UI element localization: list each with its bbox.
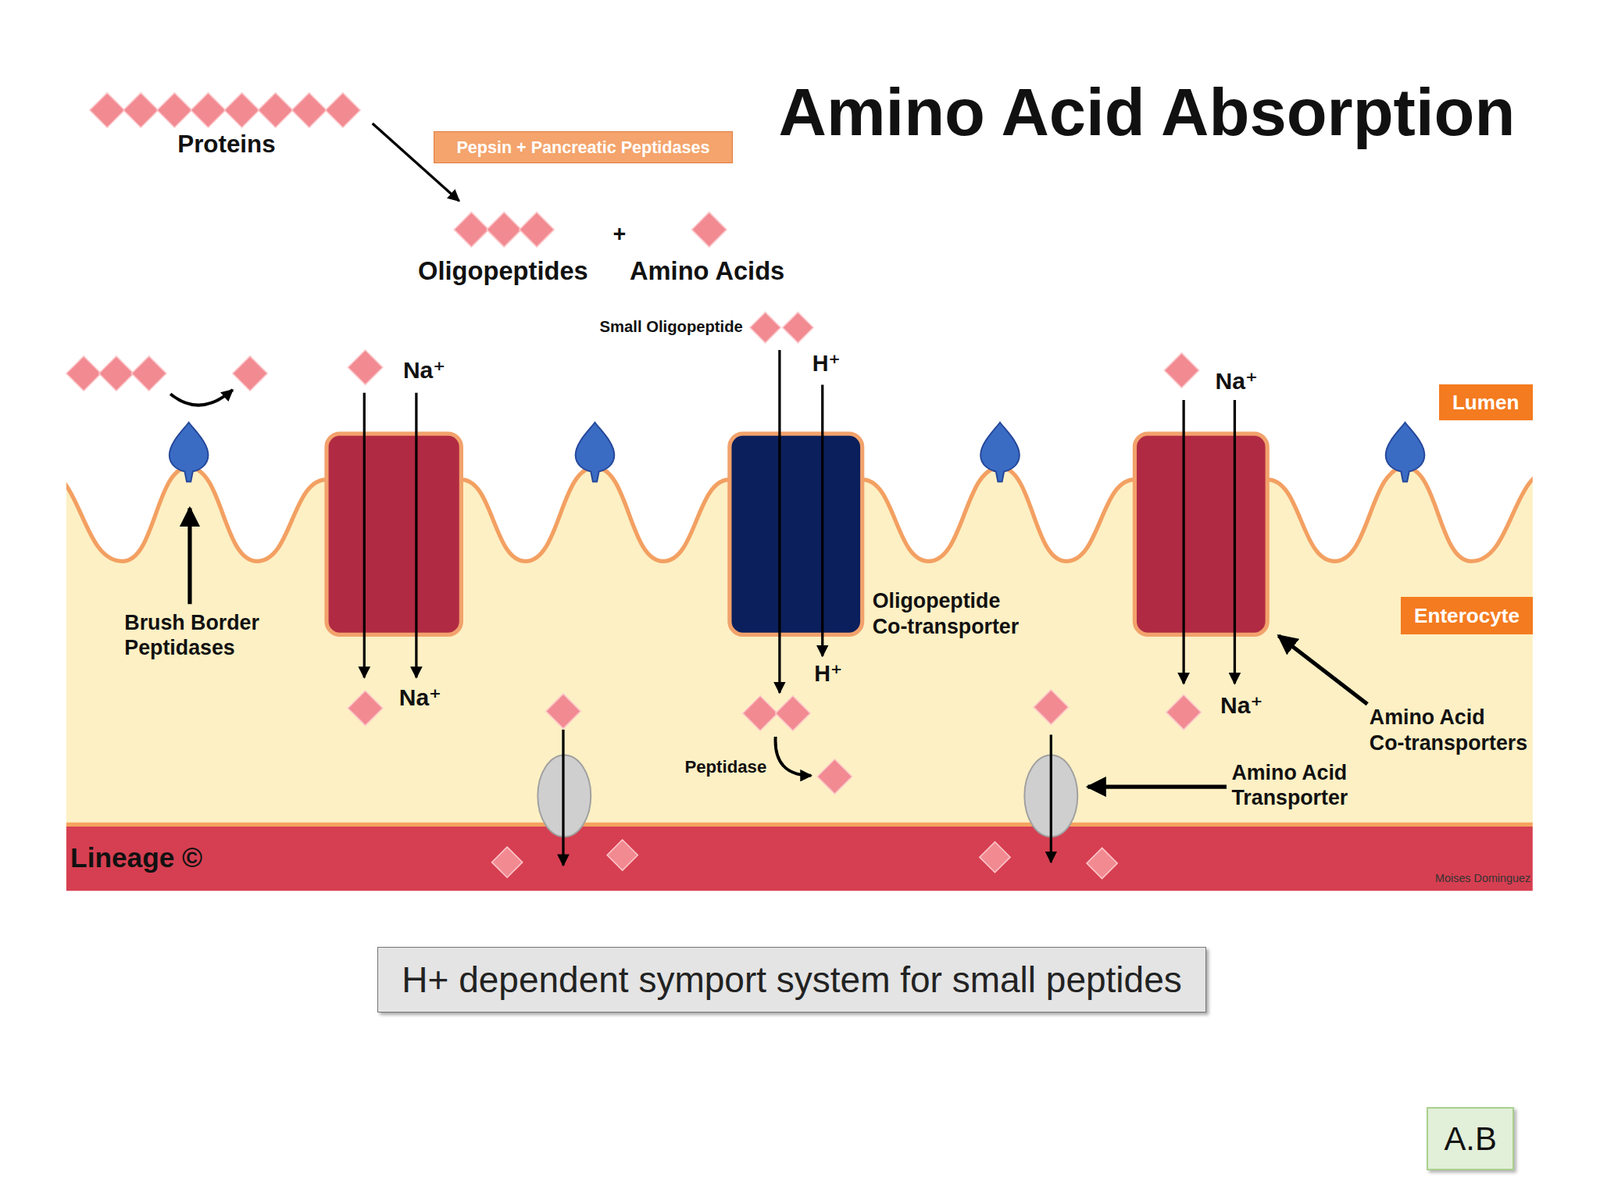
box-text: Lumen <box>1452 390 1520 415</box>
amino-acid <box>775 696 811 731</box>
amino-acid <box>546 693 581 729</box>
pointer-arrow <box>1087 784 1227 789</box>
amino-acid <box>224 92 259 128</box>
diagram-title: Amino Acid Absorption <box>778 74 1516 151</box>
flow-arrow <box>561 729 565 866</box>
amino-acid <box>782 312 814 343</box>
amino-acid <box>1166 694 1201 729</box>
blood-band <box>66 826 1533 891</box>
amino-acid <box>99 356 134 391</box>
author-credit: Moises Dominguez <box>1435 871 1531 886</box>
amino-acid <box>347 350 383 385</box>
peptidase-enzyme <box>1385 422 1425 483</box>
amino-acid <box>123 92 158 128</box>
amino-acid <box>492 846 523 878</box>
plus-sign: + <box>612 221 626 249</box>
basolateral-membrane <box>66 822 1533 827</box>
amino-acid-cotransporter <box>1134 433 1268 635</box>
amino-acid <box>692 212 727 247</box>
amino-acid <box>1033 689 1068 725</box>
amino-acid <box>519 212 554 247</box>
amino-acid <box>157 92 192 128</box>
component-label: Proteins <box>177 129 275 160</box>
pointer-arrow <box>187 507 192 604</box>
flow-arrow <box>1233 400 1236 684</box>
peptidase-enzyme <box>575 422 615 483</box>
amino-acid <box>453 212 489 247</box>
cleavage-arrow <box>775 736 812 776</box>
membrane-segment <box>66 467 327 561</box>
amino-acid <box>66 356 101 391</box>
ion-label: Na⁺ <box>403 356 446 386</box>
ion-label: Na⁺ <box>1215 367 1258 397</box>
flow-arrows <box>170 123 1368 866</box>
flow-arrow <box>778 350 781 693</box>
amino-acid <box>292 92 327 128</box>
component-label: Oligopeptides <box>417 256 589 288</box>
callout-label: Brush Border Peptidases <box>124 610 260 661</box>
ion-label: Na⁺ <box>1220 690 1263 720</box>
membrane-segment <box>1267 467 1533 561</box>
box-text: Pepsin + Pancreatic Peptidases <box>456 137 710 158</box>
flow-arrow <box>414 392 418 678</box>
watermark: Lineage © <box>70 841 203 875</box>
box-text: Enterocyte <box>1414 603 1520 629</box>
callout-label: Amino Acid Co-transporters <box>1369 705 1528 757</box>
amino-acid <box>1086 847 1118 879</box>
peptidase-enzyme <box>980 422 1020 483</box>
author-box: A.B <box>1426 1107 1515 1171</box>
flow-arrow <box>1182 400 1185 684</box>
callout-label: Amino Acid Transporter <box>1231 760 1348 811</box>
oligopeptide-cotransporter <box>729 433 863 635</box>
amino-acid <box>750 312 781 343</box>
component-label: Small Oligopeptide <box>600 317 743 337</box>
box-text: A.B <box>1443 1120 1497 1158</box>
ion-label: H⁺ <box>814 660 843 689</box>
caption-text: H+ dependent symport system for small pe… <box>401 958 1182 1001</box>
amino-acid <box>347 690 383 725</box>
region-tag: Lumen <box>1439 384 1533 421</box>
ion-label: Na⁺ <box>399 683 442 713</box>
flow-arrow <box>363 392 366 678</box>
amino-acid-cotransporter <box>326 433 461 635</box>
amino-acid <box>817 759 852 794</box>
amino-acid <box>257 92 293 128</box>
cleavage-arrow <box>170 389 233 406</box>
peptidase-enzyme <box>169 422 209 483</box>
flow-arrow <box>1050 734 1053 862</box>
amino-acid <box>325 92 361 128</box>
amino-acid <box>486 212 522 247</box>
ion-label: H⁺ <box>812 350 841 379</box>
amino-acid <box>1164 353 1199 388</box>
protein-chain <box>89 92 361 128</box>
component-label: Amino Acids <box>629 256 785 288</box>
amino-acid <box>979 842 1011 873</box>
amino-acid <box>89 92 125 128</box>
enzyme-label: Peptidase <box>684 757 767 779</box>
caption-box: H+ dependent symport system for small pe… <box>377 946 1207 1013</box>
pointer-arrow <box>1278 635 1368 705</box>
amino-acid <box>190 92 225 128</box>
flow-arrow <box>821 384 824 656</box>
enzyme-box: Pepsin + Pancreatic Peptidases <box>433 131 733 163</box>
callout-label: Oligopeptide Co-transporter <box>872 589 1019 640</box>
amino-acid <box>131 356 166 391</box>
amino-acid <box>742 696 778 731</box>
amino-acid <box>232 356 268 391</box>
amino-acid <box>607 839 638 871</box>
region-tag: Enterocyte <box>1400 596 1533 635</box>
